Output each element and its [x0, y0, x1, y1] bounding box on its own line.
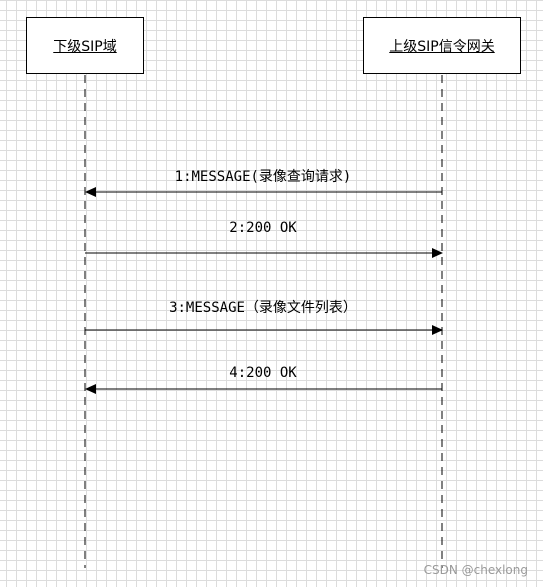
- message-2-arrowhead: [432, 248, 443, 258]
- watermark-text: CSDN @chexlong: [423, 563, 528, 577]
- message-3-label: 3:MESSAGE（录像文件列表）: [169, 300, 357, 316]
- participant-lower-sip-domain-label: 下级SIP域: [53, 38, 117, 55]
- message-2-label: 2:200 OK: [229, 220, 297, 236]
- message-4-arrowhead: [85, 384, 96, 394]
- participant-upper-sip-gateway-label: 上级SIP信令网关: [389, 38, 495, 55]
- message-3-arrowhead: [432, 325, 443, 335]
- participant-upper-sip-gateway: 上级SIP信令网关: [363, 17, 521, 74]
- message-4-label: 4:200 OK: [229, 365, 297, 381]
- message-1-arrowhead: [85, 187, 96, 197]
- participant-lower-sip-domain: 下级SIP域: [26, 17, 144, 74]
- message-1-label: 1:MESSAGE(录像查询请求): [174, 169, 352, 185]
